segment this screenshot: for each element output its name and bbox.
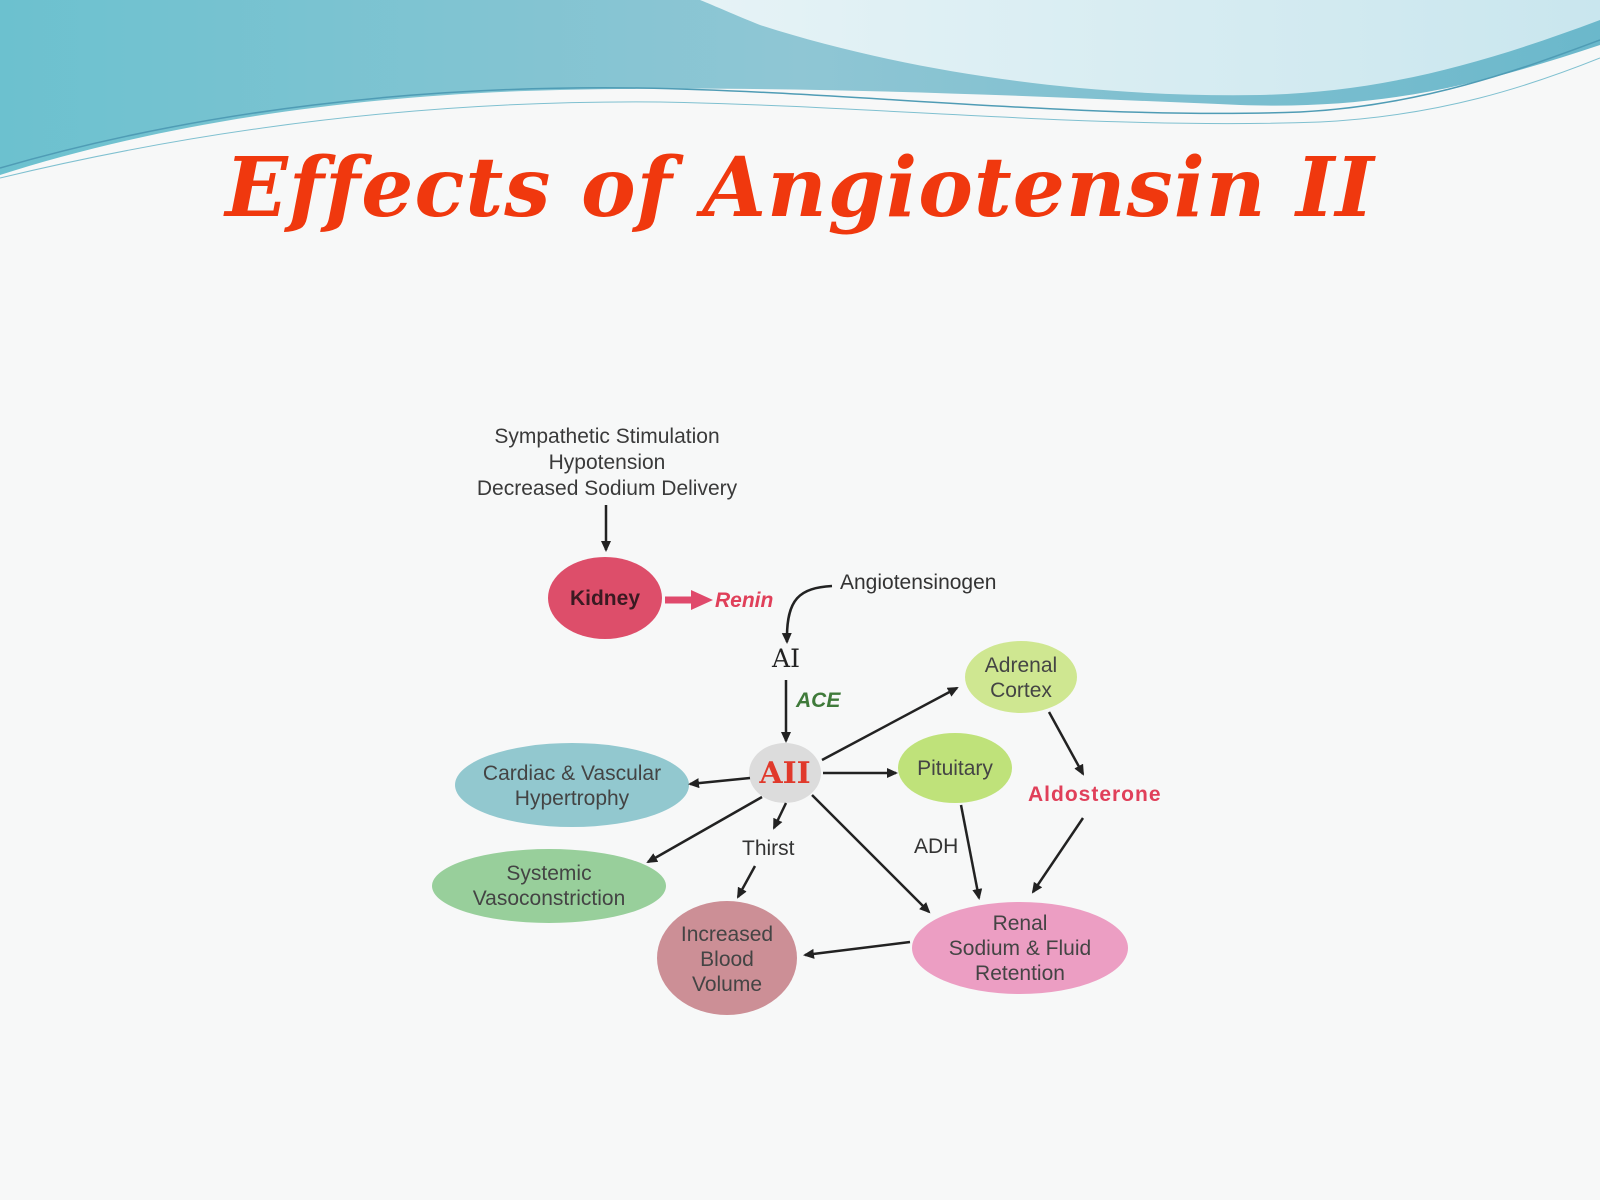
renal-retention-label: Renal Sodium & Fluid Retention (948, 911, 1092, 985)
arrow-all-to-cardiac (688, 776, 751, 789)
increased-blood-volume-label: Increased Blood Volume (680, 922, 774, 996)
arrow-all-to-thirst (772, 802, 788, 830)
kidney-ellipse (548, 557, 662, 639)
all-label: AII (759, 755, 811, 791)
pituitary-label: Pituitary (917, 756, 993, 780)
angiotensinogen-label: Angiotensinogen (840, 571, 997, 594)
kidney-label: Kidney (569, 586, 640, 610)
trigger-item: Decreased Sodium Delivery (476, 477, 738, 500)
pituitary-ellipse (898, 733, 1012, 803)
thirst-label: Thirst (742, 837, 795, 860)
arrow-adrenal-to-aldosterone (1047, 711, 1085, 776)
cardiac-vascular-ellipse (455, 743, 689, 827)
aldosterone-label: Aldosterone (1028, 783, 1162, 806)
renal-retention-ellipse (912, 902, 1128, 994)
trigger-list: Sympathetic Stimulation Hypotension Decr… (430, 424, 784, 502)
all-ellipse (749, 743, 821, 803)
arrow-all-to-systemic (646, 795, 763, 864)
systemic-vasoconstriction-label: Systemic Vasoconstriction (472, 862, 626, 910)
arrow-aldosterone-to-renal (1031, 817, 1085, 894)
arrow-pituitary-to-renal (959, 804, 983, 900)
header-wave-decoration (0, 0, 1600, 179)
trigger-item: Sympathetic Stimulation (494, 425, 720, 448)
arrow-angiotensinogen-to-ai (781, 584, 833, 644)
arrow-all-to-renal (811, 794, 931, 914)
increased-blood-volume-ellipse (657, 901, 797, 1015)
arrow-all-to-adrenal (821, 686, 959, 762)
ai-label: AI (772, 644, 800, 673)
arrow-renal-to-blood (803, 940, 911, 959)
ace-label: ACE (796, 689, 841, 712)
cardiac-vascular-label: Cardiac & Vascular Hypertrophy (482, 762, 662, 810)
arrow-thirst-to-blood (736, 865, 757, 899)
adrenal-cortex-ellipse (965, 641, 1077, 713)
slide-title: Effects of Angiotensin II (225, 140, 1375, 236)
trigger-item: Hypotension (548, 451, 666, 474)
adh-label: ADH (914, 835, 959, 858)
systemic-vasoconstriction-ellipse (432, 849, 666, 923)
adrenal-cortex-label: Adrenal Cortex (984, 654, 1058, 702)
renin-label: Renin (715, 589, 774, 612)
